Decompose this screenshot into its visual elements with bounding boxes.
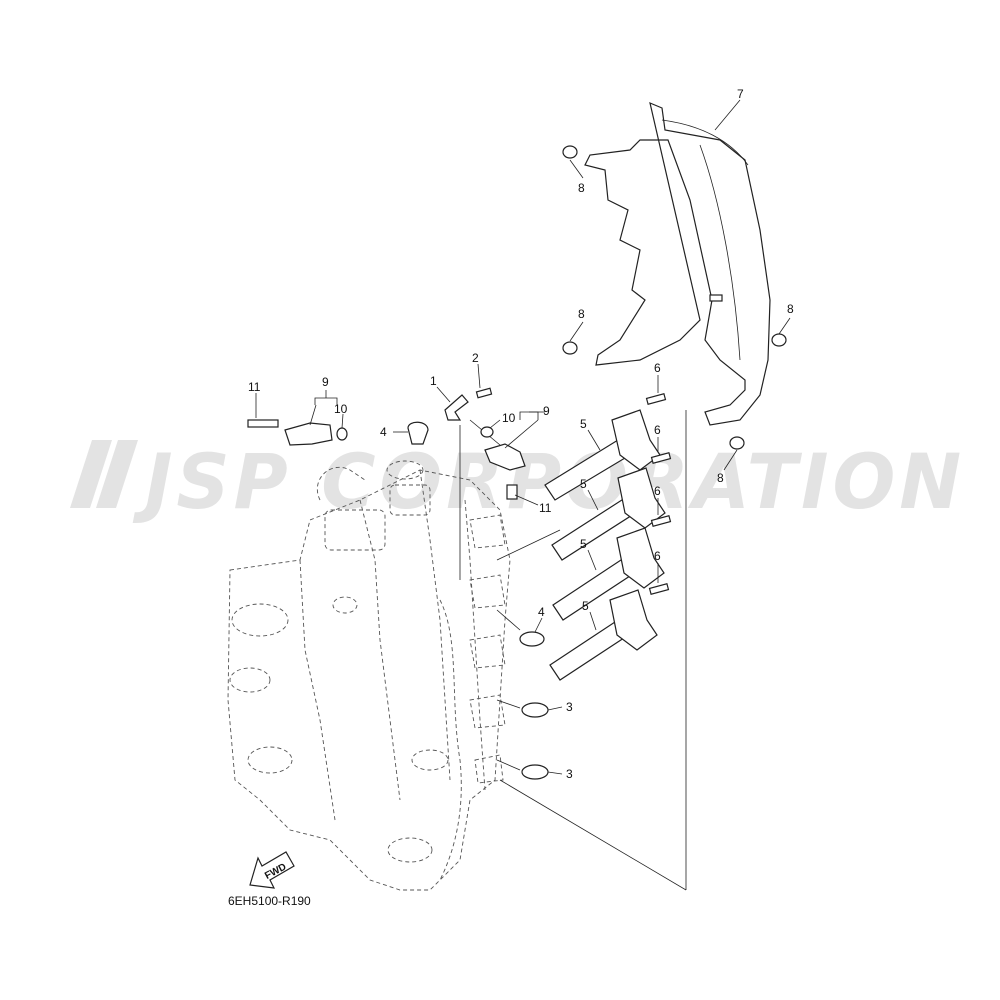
callout-10-left: 10 bbox=[334, 402, 348, 416]
callout-1: 1 bbox=[430, 374, 437, 388]
callout-8-bottom: 8 bbox=[717, 471, 724, 485]
o-ring-left bbox=[336, 427, 348, 441]
clamp-upper bbox=[407, 421, 429, 445]
callout-6-3: 6 bbox=[654, 484, 661, 498]
grommets bbox=[562, 145, 787, 450]
grommet-2 bbox=[562, 341, 578, 355]
callout-11-left: 11 bbox=[248, 380, 261, 394]
callout-6-1: 6 bbox=[654, 361, 661, 375]
watermark-text: JSP CORPORATION bbox=[132, 437, 965, 526]
callout-5-3: 5 bbox=[580, 537, 587, 551]
callout-9-right: 9 bbox=[543, 404, 550, 418]
callout-11-right: 11 bbox=[539, 501, 552, 515]
clamp-lower-1 bbox=[521, 702, 549, 718]
small-parts bbox=[247, 394, 549, 780]
fwd-arrow-icon bbox=[249, 851, 295, 889]
diagram-code: 6EH5100-R190 bbox=[228, 894, 311, 908]
callout-5-4: 5 bbox=[582, 599, 589, 613]
ignition-coil-2 bbox=[551, 467, 666, 561]
callout-9-left: 9 bbox=[322, 375, 329, 389]
callout-4-lower: 4 bbox=[538, 605, 545, 619]
callout-8-mid-left: 8 bbox=[578, 307, 585, 321]
bolts bbox=[475, 387, 672, 595]
bolt-right bbox=[506, 484, 518, 500]
callout-8-top-left: 8 bbox=[578, 181, 585, 195]
engine-block-outline bbox=[227, 460, 511, 891]
o-ring-right bbox=[480, 426, 494, 438]
callout-5-2: 5 bbox=[580, 477, 587, 491]
ignition-coil-1 bbox=[544, 409, 661, 501]
grommet-1 bbox=[562, 145, 578, 159]
sensor-right bbox=[484, 443, 526, 471]
callout-10-right: 10 bbox=[502, 411, 516, 425]
callout-6-4: 6 bbox=[654, 549, 661, 563]
clamp-lower-2 bbox=[521, 764, 549, 780]
callout-7: 7 bbox=[737, 87, 744, 101]
callout-leaders bbox=[255, 99, 791, 775]
watermark: JSP CORPORATION bbox=[70, 437, 965, 526]
callouts: 7 8 8 8 8 6 6 6 6 5 5 5 5 3 3 4 4 1 2 11… bbox=[248, 87, 794, 781]
grommet-4 bbox=[729, 436, 745, 450]
callout-4-upper: 4 bbox=[380, 425, 387, 439]
bolt-left bbox=[247, 419, 279, 428]
ignition-coil-3 bbox=[552, 527, 665, 621]
bracket bbox=[444, 394, 469, 421]
callout-5-1: 5 bbox=[580, 417, 587, 431]
ignition-coils bbox=[544, 409, 666, 681]
callout-8-right: 8 bbox=[787, 302, 794, 316]
callout-3-upper: 3 bbox=[566, 700, 573, 714]
sensor-left bbox=[284, 422, 333, 446]
assembly-frame bbox=[459, 410, 687, 891]
clamp-middle bbox=[519, 631, 545, 647]
fwd-arrow: FWD bbox=[249, 851, 295, 889]
callout-6-2: 6 bbox=[654, 423, 661, 437]
ignition-coil-4 bbox=[549, 589, 658, 681]
callout-3-lower: 3 bbox=[566, 767, 573, 781]
watermark-logo bbox=[70, 440, 138, 508]
grommet-3 bbox=[771, 333, 787, 347]
callout-2: 2 bbox=[472, 351, 479, 365]
ignition-coil-cover bbox=[584, 101, 771, 426]
